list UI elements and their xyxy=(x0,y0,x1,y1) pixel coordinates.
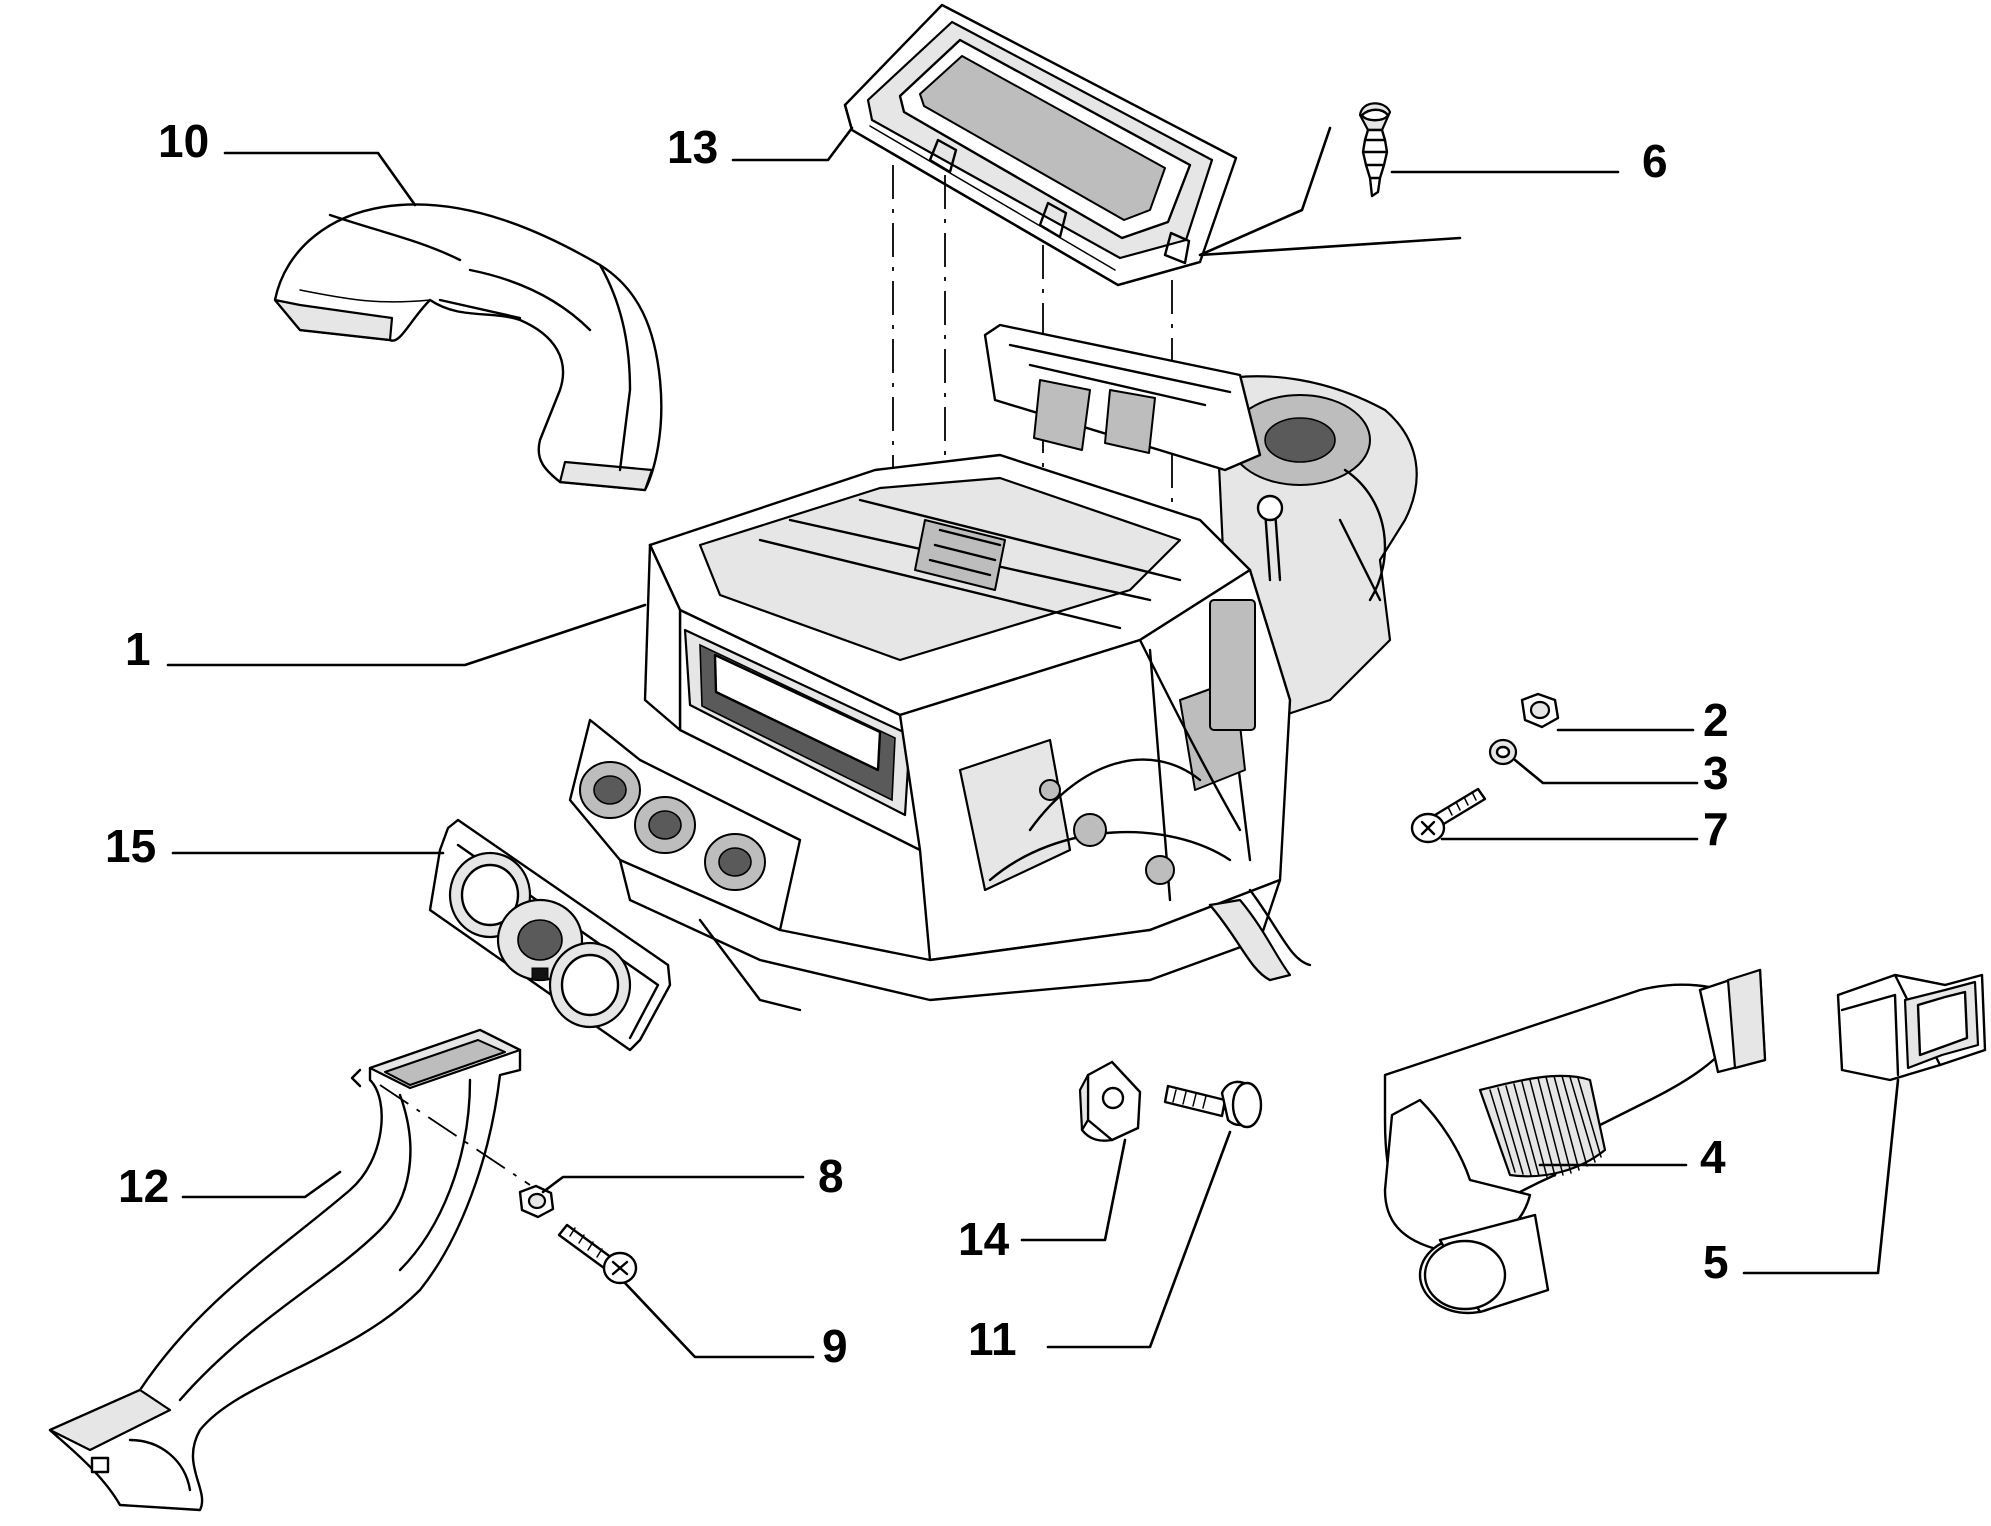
part-12-floor-duct xyxy=(48,1028,531,1512)
part-10-duct-cover xyxy=(273,203,663,492)
leader-lines xyxy=(166,126,1900,1359)
callout-10: 10 xyxy=(158,115,209,167)
leader-10 xyxy=(223,151,417,207)
leader-13 xyxy=(731,126,854,162)
leader-14 xyxy=(1020,1138,1127,1242)
leader-8 xyxy=(541,1175,805,1194)
callout-7: 7 xyxy=(1703,803,1729,855)
part-4-hose xyxy=(1383,968,1767,1315)
callout-14: 14 xyxy=(958,1213,1010,1265)
part-11-bolt xyxy=(1163,1080,1263,1129)
part-1-hvac-unit xyxy=(568,323,1418,1012)
callout-1: 1 xyxy=(125,623,151,675)
callout-11: 11 xyxy=(968,1313,1017,1365)
leader-6-frame xyxy=(1198,126,1462,257)
callout-4: 4 xyxy=(1700,1131,1726,1183)
callout-12: 12 xyxy=(118,1160,169,1212)
part-8-nut xyxy=(518,1184,555,1219)
callout-15: 15 xyxy=(105,820,156,872)
callout-8: 8 xyxy=(818,1150,844,1202)
part-6-clip xyxy=(1358,102,1392,198)
part-2-nut xyxy=(1520,692,1560,729)
part-9-bolt xyxy=(557,1223,638,1285)
callout-2: 2 xyxy=(1703,694,1729,746)
part-14-bracket xyxy=(1078,1060,1142,1142)
part-15-bezel xyxy=(428,818,672,1052)
part-3-washer xyxy=(1488,738,1518,766)
callout-3: 3 xyxy=(1703,747,1729,799)
callout-labels: 10 13 6 1 2 3 7 15 12 8 9 14 11 4 5 xyxy=(105,115,1729,1372)
part-13-filter-cover xyxy=(843,3,1238,287)
leader-5 xyxy=(1742,1078,1900,1275)
callout-6: 6 xyxy=(1642,135,1668,187)
part-7-bolt xyxy=(1410,787,1487,844)
callout-13: 13 xyxy=(667,121,718,173)
callout-9: 9 xyxy=(822,1320,848,1372)
part-5-connector xyxy=(1836,973,1987,1082)
callout-5: 5 xyxy=(1703,1236,1729,1288)
leader-12 xyxy=(181,1170,342,1199)
leader-1 xyxy=(166,603,647,667)
leader-3 xyxy=(1513,758,1699,785)
leader-11 xyxy=(1046,1130,1232,1349)
leader-9 xyxy=(623,1281,815,1359)
